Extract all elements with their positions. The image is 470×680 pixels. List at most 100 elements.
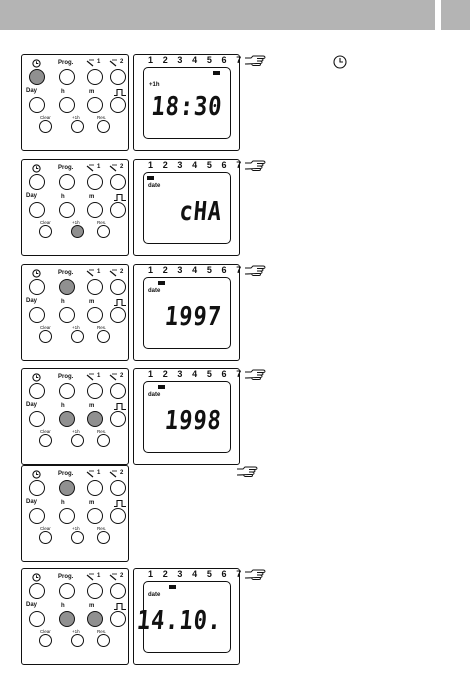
prog-button[interactable]	[59, 69, 75, 85]
clear-button[interactable]	[39, 225, 52, 238]
plus1h-button[interactable]	[71, 330, 84, 343]
prog-button[interactable]	[59, 583, 75, 599]
day-button[interactable]	[29, 307, 45, 323]
h-label: h	[61, 299, 65, 305]
channel-1-label: 1	[97, 59, 101, 65]
plus1h-button[interactable]	[71, 225, 84, 238]
plus1h-button[interactable]	[71, 634, 84, 647]
plus1h-button[interactable]	[71, 434, 84, 447]
channel-1-label: 1	[97, 269, 101, 275]
minute-button[interactable]	[87, 611, 103, 627]
reset-button[interactable]	[97, 434, 110, 447]
reset-button[interactable]	[97, 531, 110, 544]
channel-1-button[interactable]	[87, 583, 103, 599]
clear-label: Clear	[40, 220, 51, 225]
day-button[interactable]	[29, 411, 45, 427]
clock-button[interactable]	[29, 583, 45, 599]
clock-button[interactable]	[29, 383, 45, 399]
channel-1-button[interactable]	[87, 383, 103, 399]
prog-button[interactable]	[59, 279, 75, 295]
reset-button[interactable]	[97, 225, 110, 238]
channel-1-button[interactable]	[87, 69, 103, 85]
pulse-button[interactable]	[110, 97, 126, 113]
reset-button[interactable]	[97, 634, 110, 647]
hour-button[interactable]	[59, 97, 75, 113]
clear-label: Clear	[40, 429, 51, 434]
minute-button[interactable]	[87, 508, 103, 524]
hour-button[interactable]	[59, 202, 75, 218]
weekday-marker	[158, 281, 165, 285]
instruction-step: Prog. 1 2 Day h m	[0, 568, 470, 668]
day-button[interactable]	[29, 97, 45, 113]
reset-label: Res.	[97, 220, 107, 225]
clear-button[interactable]	[39, 434, 52, 447]
clear-button[interactable]	[39, 120, 52, 133]
plus1h-button[interactable]	[71, 531, 84, 544]
reset-button[interactable]	[97, 120, 110, 133]
clock-symbol-icon	[32, 59, 41, 68]
weekday-numbers: 1 2 3 4 5 6 7	[148, 265, 245, 275]
channel-2-button[interactable]	[110, 69, 126, 85]
day-button[interactable]	[29, 202, 45, 218]
prog-button[interactable]	[59, 174, 75, 190]
header-tab	[441, 0, 470, 30]
clock-button[interactable]	[29, 174, 45, 190]
channel-1-button[interactable]	[87, 480, 103, 496]
channel-2-button[interactable]	[110, 480, 126, 496]
pulse-button[interactable]	[110, 307, 126, 323]
reset-button[interactable]	[97, 330, 110, 343]
minute-button[interactable]	[87, 202, 103, 218]
plus1h-label: +1h	[72, 429, 80, 434]
channel-2-button[interactable]	[110, 279, 126, 295]
prog-button[interactable]	[59, 480, 75, 496]
channel-2-button[interactable]	[110, 583, 126, 599]
pulse-icon	[114, 603, 126, 610]
hour-button[interactable]	[59, 508, 75, 524]
pulse-button[interactable]	[110, 411, 126, 427]
clear-button[interactable]	[39, 330, 52, 343]
clock-symbol-icon	[32, 164, 41, 173]
pointing-hand-icon	[244, 569, 266, 580]
switch-1-icon	[86, 573, 94, 581]
channel-2-label: 2	[120, 373, 124, 379]
timer-keypad: Prog. 1 2 Day h m	[21, 159, 129, 256]
clear-button[interactable]	[39, 531, 52, 544]
weekday-numbers: 1 2 3 4 5 6 7	[148, 160, 245, 170]
m-label: m	[89, 603, 95, 609]
h-label: h	[61, 500, 65, 506]
hour-button[interactable]	[59, 611, 75, 627]
weekday-numbers: 1 2 3 4 5 6 7	[148, 569, 245, 579]
channel-2-button[interactable]	[110, 383, 126, 399]
minute-button[interactable]	[87, 411, 103, 427]
plus1h-button[interactable]	[71, 120, 84, 133]
pulse-button[interactable]	[110, 508, 126, 524]
prog-label: Prog.	[58, 165, 74, 171]
clock-button[interactable]	[29, 69, 45, 85]
plus1h-label: +1h	[72, 220, 80, 225]
prog-label: Prog.	[58, 374, 74, 380]
weekday-numbers: 1 2 3 4 5 6 7	[148, 55, 245, 65]
channel-1-button[interactable]	[87, 279, 103, 295]
switch-1-icon	[86, 470, 94, 478]
pulse-button[interactable]	[110, 611, 126, 627]
prog-button[interactable]	[59, 383, 75, 399]
minute-button[interactable]	[87, 307, 103, 323]
lcd-screen: date 1998	[143, 381, 231, 453]
channel-1-button[interactable]	[87, 174, 103, 190]
timer-display: 1 2 3 4 5 6 7 date cHA	[133, 159, 241, 256]
clock-button[interactable]	[29, 480, 45, 496]
channel-2-button[interactable]	[110, 174, 126, 190]
day-button[interactable]	[29, 508, 45, 524]
hour-button[interactable]	[59, 307, 75, 323]
pulse-button[interactable]	[110, 202, 126, 218]
clear-label: Clear	[40, 325, 51, 330]
instruction-step: Prog. 1 2 Day h m	[0, 159, 470, 259]
clock-symbol-icon	[32, 573, 41, 582]
clear-button[interactable]	[39, 634, 52, 647]
minute-button[interactable]	[87, 97, 103, 113]
hour-button[interactable]	[59, 411, 75, 427]
day-button[interactable]	[29, 611, 45, 627]
lcd-indicator: date	[148, 288, 161, 294]
prog-label: Prog.	[58, 471, 74, 477]
clock-button[interactable]	[29, 279, 45, 295]
